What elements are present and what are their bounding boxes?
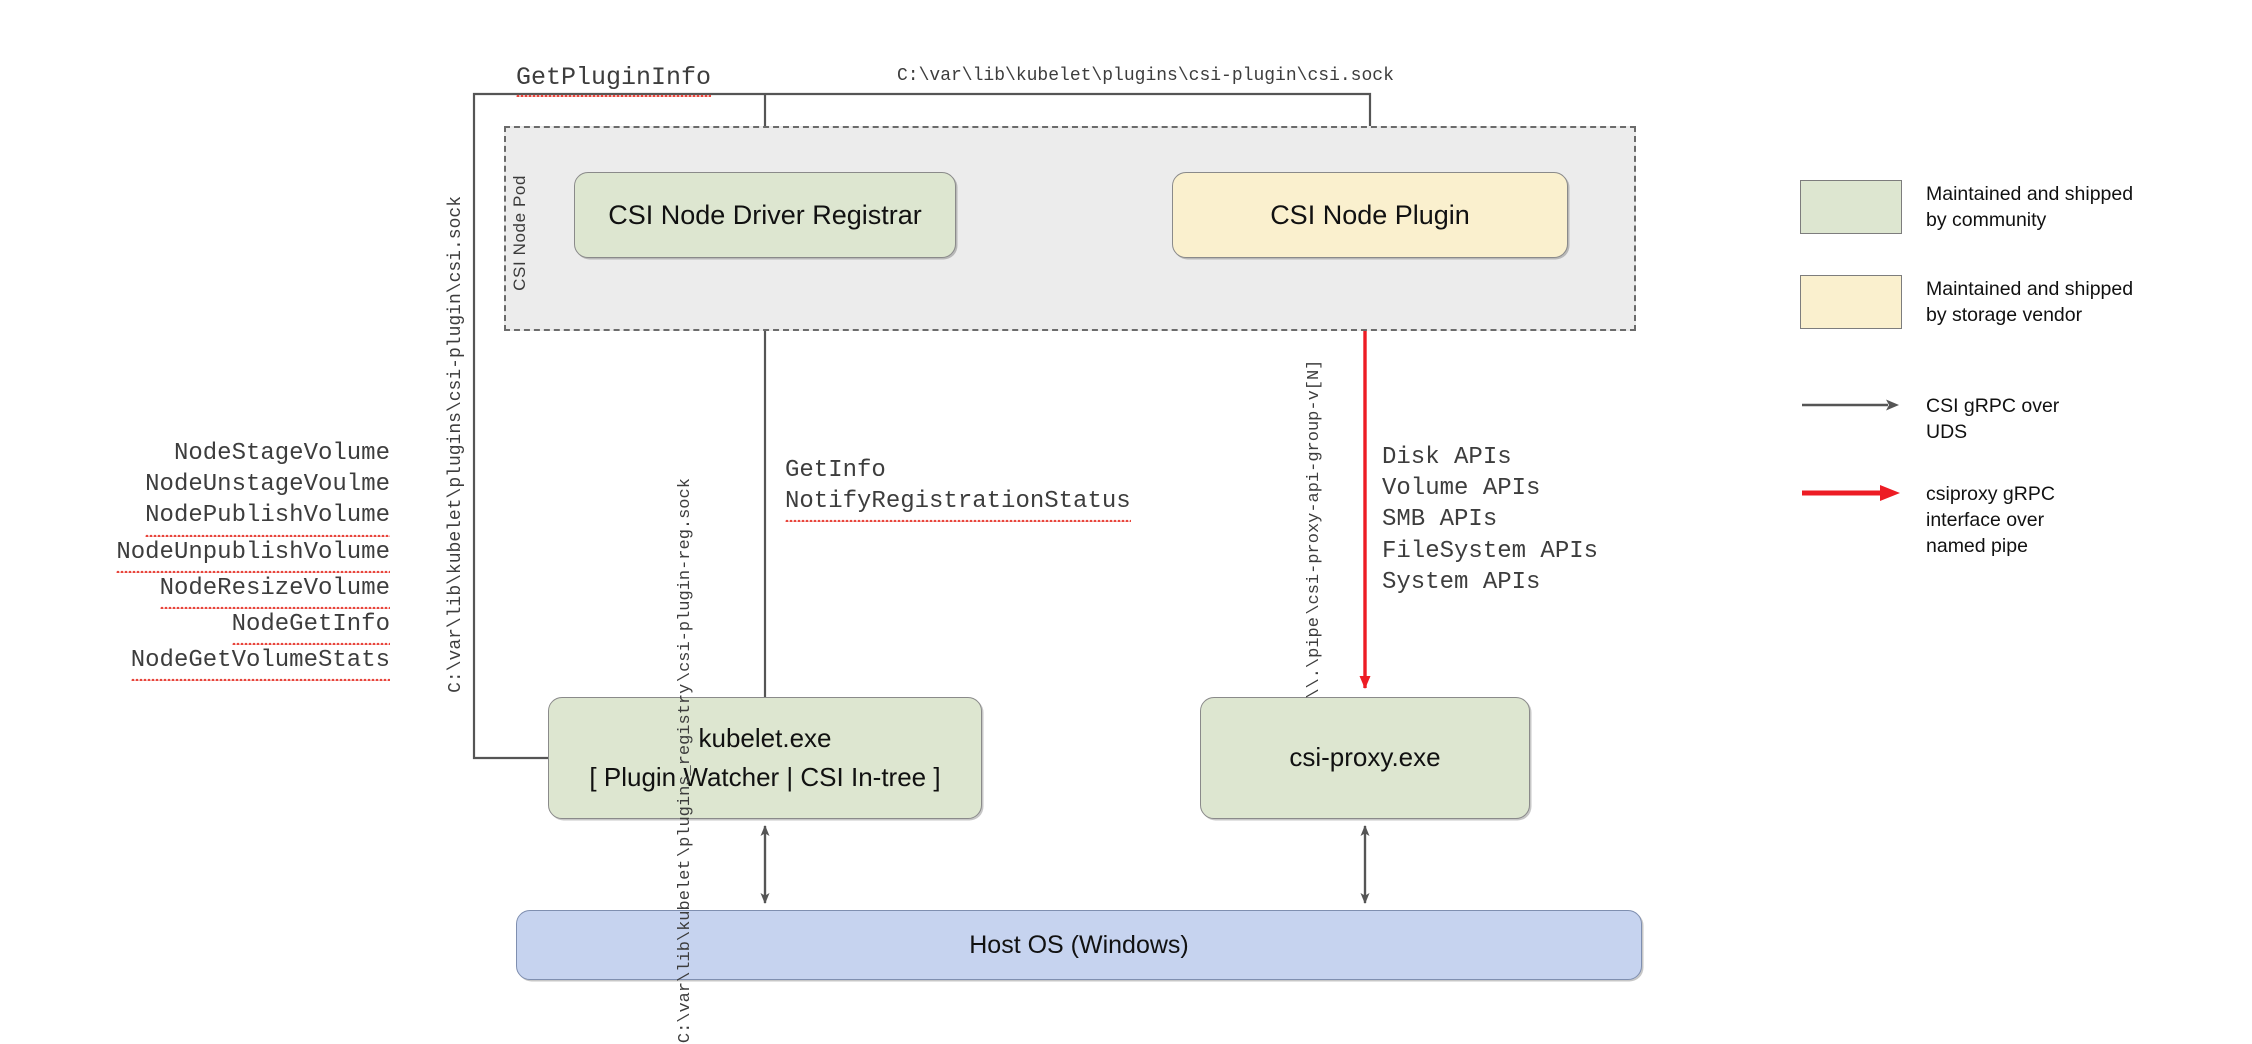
legend-arrow-csiproxy-icon bbox=[1800, 480, 1902, 506]
list-item: FileSystem APIs bbox=[1382, 537, 1599, 565]
legend-label-vendor-line1: Maintained and shipped bbox=[1926, 278, 2134, 300]
node-api-call-list: NodeStageVolume NodeUnstageVoulme NodePu… bbox=[100, 438, 390, 682]
list-item: NodeStageVolume bbox=[173, 440, 390, 467]
csi-node-pod-label: CSI Node Pod bbox=[510, 175, 529, 291]
legend-arrow-uds-icon bbox=[1800, 392, 1902, 418]
node-csi-proxy-exe-label: csi-proxy.exe bbox=[1289, 742, 1441, 773]
node-csi-node-plugin-label: CSI Node Plugin bbox=[1270, 199, 1470, 230]
node-kubelet-line2: [ Plugin Watcher | CSI In-tree ] bbox=[589, 761, 941, 792]
legend-label-community: Maintained and shipped by community bbox=[1926, 180, 2133, 234]
label-get-plugin-info-text: GetPluginInfo bbox=[516, 63, 712, 97]
label-pipe-line2: \csi-proxy-api-group-v[N] bbox=[1305, 360, 1324, 616]
label-get-info: GetInfo bbox=[785, 457, 886, 484]
list-item: NodeGetVolumeStats bbox=[130, 645, 390, 682]
list-item: Volume APIs bbox=[1382, 475, 1541, 503]
legend-item-community: Maintained and shipped by community bbox=[1800, 180, 2133, 234]
list-item: SMB APIs bbox=[1382, 506, 1498, 534]
node-host-os[interactable]: Host OS (Windows) bbox=[516, 910, 1642, 980]
list-item: Disk APIs bbox=[1382, 444, 1512, 471]
legend-label-csiproxy-line1: csiproxy gRPC bbox=[1926, 483, 2055, 505]
label-named-pipe-path: \\.\pipe \csi-proxy-api-group-v[N] bbox=[1305, 360, 1324, 699]
legend-item-csiproxy: csiproxy gRPC interface over named pipe bbox=[1800, 480, 2055, 560]
legend-item-uds: CSI gRPC over UDS bbox=[1800, 392, 2059, 446]
label-plugins-registry-path: C:\var\lib\kubelet \plugins_registry \cs… bbox=[676, 478, 695, 1043]
legend-label-community-line2: by community bbox=[1926, 208, 2047, 231]
legend-label-uds-line2: UDS bbox=[1926, 420, 1968, 443]
node-csi-node-driver-registrar-label: CSI Node Driver Registrar bbox=[608, 199, 922, 230]
list-item: NodeGetInfo bbox=[231, 608, 390, 646]
csi-proxy-api-group-list: Disk APIs Volume APIs SMB APIs FileSyste… bbox=[1382, 442, 1598, 598]
node-host-os-label: Host OS (Windows) bbox=[969, 931, 1189, 959]
legend-label-csiproxy-line2: interface over bbox=[1926, 508, 2045, 531]
list-item: NodeUnpublishVolume bbox=[116, 536, 390, 573]
label-csi-sock-path-vertical: C:\var\lib\kubelet\plugins\csi-plugin\cs… bbox=[446, 196, 466, 693]
list-item: NodePublishVolume bbox=[145, 500, 390, 537]
label-registry-line3: \csi-plugin-reg.sock bbox=[676, 478, 695, 683]
node-kubelet-line1: kubelet.exe bbox=[698, 723, 832, 754]
label-registration-calls: GetInfo NotifyRegistrationStatus bbox=[785, 455, 1131, 523]
node-csi-node-plugin[interactable]: CSI Node Plugin bbox=[1172, 172, 1568, 258]
label-csi-sock-path-top: C:\var\lib\kubelet\plugins\csi-plugin\cs… bbox=[897, 66, 1394, 86]
node-csi-proxy-exe[interactable]: csi-proxy.exe bbox=[1200, 697, 1530, 819]
label-registry-line1: C:\var\lib\kubelet bbox=[676, 859, 695, 1044]
list-item: NodeResizeVolume bbox=[159, 572, 390, 609]
legend-label-community-line1: Maintained and shipped bbox=[1926, 183, 2134, 205]
legend-label-uds: CSI gRPC over UDS bbox=[1926, 392, 2059, 446]
legend-label-uds-line1: CSI gRPC over bbox=[1926, 395, 2060, 417]
legend-label-vendor-line2: by storage vendor bbox=[1926, 303, 2083, 326]
label-notify-registration-status: NotifyRegistrationStatus bbox=[785, 486, 1131, 523]
label-pipe-line1: \\.\pipe bbox=[1305, 617, 1324, 699]
legend-label-vendor: Maintained and shipped by storage vendor bbox=[1926, 275, 2133, 329]
legend-label-csiproxy-line3: named pipe bbox=[1926, 534, 2028, 557]
node-kubelet-exe[interactable]: kubelet.exe [ Plugin Watcher | CSI In-tr… bbox=[548, 697, 982, 819]
list-item: System APIs bbox=[1382, 568, 1541, 596]
legend-swatch-community bbox=[1800, 180, 1902, 234]
label-get-plugin-info: GetPluginInfo bbox=[516, 63, 712, 97]
list-item: NodeUnstageVoulme bbox=[145, 471, 390, 499]
label-registry-line2: \plugins_registry bbox=[676, 684, 695, 858]
legend-label-csiproxy: csiproxy gRPC interface over named pipe bbox=[1926, 480, 2055, 560]
legend-swatch-vendor bbox=[1800, 275, 1902, 329]
node-csi-node-driver-registrar[interactable]: CSI Node Driver Registrar bbox=[574, 172, 956, 258]
legend-item-vendor: Maintained and shipped by storage vendor bbox=[1800, 275, 2133, 329]
